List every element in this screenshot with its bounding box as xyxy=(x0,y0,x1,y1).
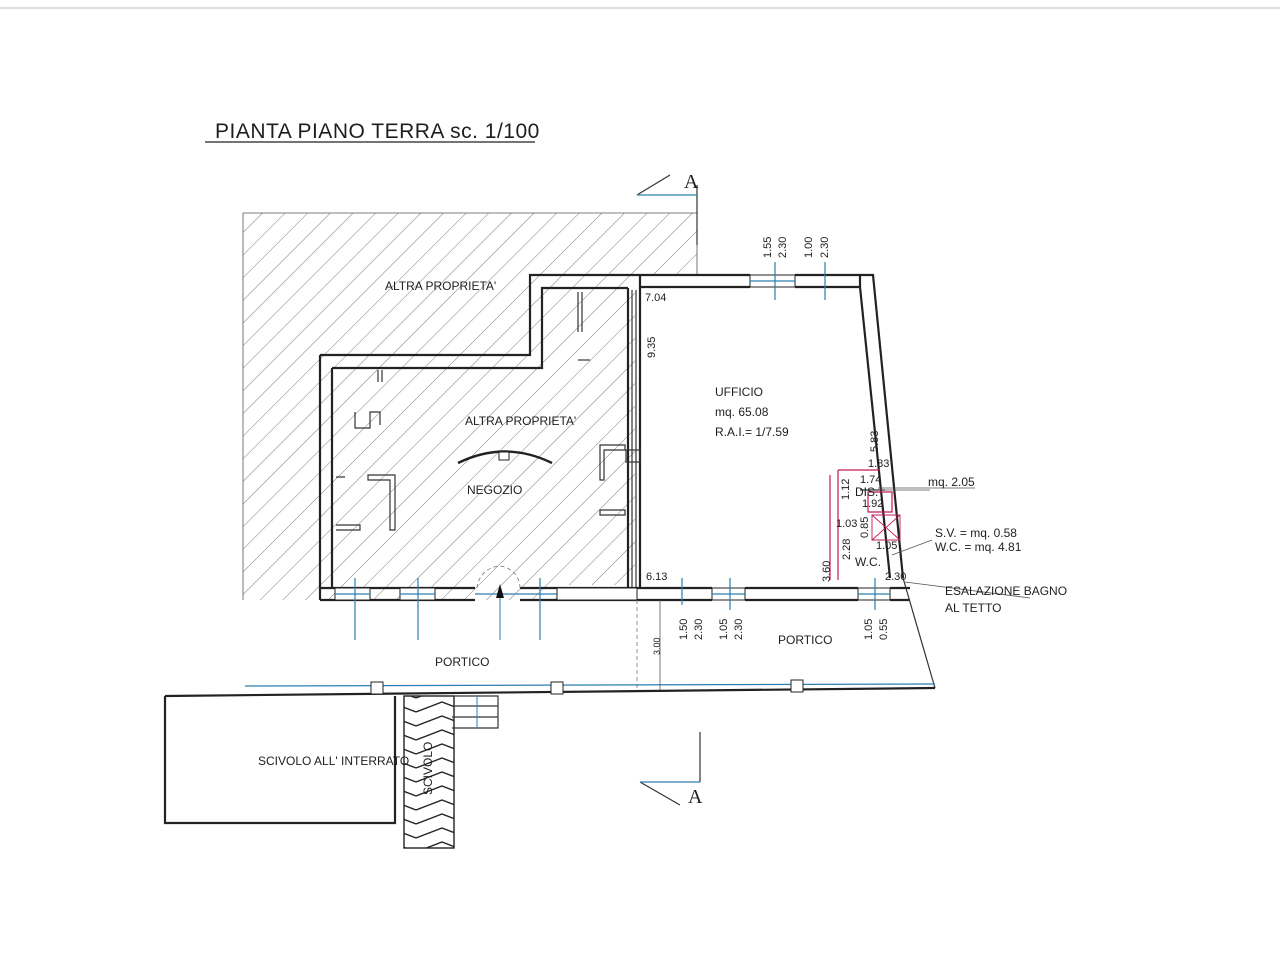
label-ufficio-rai: R.A.I.= 1/7.59 xyxy=(715,425,789,439)
portico-area xyxy=(163,577,936,849)
dim-103: 1.03 xyxy=(836,518,857,530)
label-scivolo: SCIVOLO xyxy=(421,742,435,795)
room-labels: ALTRA PROPRIETA' ALTRA PROPRIETA' NEGOZI… xyxy=(258,279,1067,795)
dim-613: 6.13 xyxy=(646,571,667,583)
section-marker-bottom: A xyxy=(639,732,703,808)
dim-935: 9.35 xyxy=(646,337,658,358)
label-negozio: NEGOZIO xyxy=(467,483,522,497)
dim-055: 0.55 xyxy=(878,619,890,640)
label-scivolo-interrato: SCIVOLO ALL' INTERRATO xyxy=(258,754,409,768)
label-wc-area: W.C. = mq. 4.81 xyxy=(935,540,1022,554)
dim-105b: 1.05 xyxy=(718,619,730,640)
dim-105a: 1.05 xyxy=(876,540,897,552)
dim-112: 1.12 xyxy=(840,479,852,500)
dim-085: 0.85 xyxy=(859,517,871,538)
dim-230c: 2.30 xyxy=(885,571,906,583)
label-wc: W.C. xyxy=(855,555,881,569)
label-al-tetto: AL TETTO xyxy=(945,601,1001,615)
dim-192: 1.92 xyxy=(862,498,883,510)
dim-155: 1.55 xyxy=(762,237,774,258)
section-letter-top: A xyxy=(684,171,699,193)
dim-174: 1.74 xyxy=(860,474,881,486)
dim-230a: 2.30 xyxy=(777,237,789,258)
dim-100: 1.00 xyxy=(803,237,815,258)
dim-583: 5.83 xyxy=(869,431,881,452)
drawing-title: PIANTA PIANO TERRA sc. 1/100 xyxy=(215,120,540,143)
label-dis: DIS. xyxy=(855,485,878,499)
dim-183: 1.83 xyxy=(868,458,889,470)
dim-105c: 1.05 xyxy=(863,619,875,640)
dim-230e: 2.30 xyxy=(733,619,745,640)
negozio-front-openings xyxy=(334,565,638,640)
ufficio-walls xyxy=(640,273,910,610)
label-esalazione: ESALAZIONE BAGNO xyxy=(945,584,1067,598)
label-altra-proprieta-mid: ALTRA PROPRIETA' xyxy=(465,414,576,428)
section-letter-bottom: A xyxy=(688,786,703,808)
label-altra-proprieta-top: ALTRA PROPRIETA' xyxy=(385,279,496,293)
dim-230d: 2.30 xyxy=(693,619,705,640)
label-portico-left: PORTICO xyxy=(435,655,489,669)
section-marker-top: A xyxy=(636,171,699,245)
dim-704: 7.04 xyxy=(645,292,666,304)
label-portico-right: PORTICO xyxy=(778,633,832,647)
dim-300: 3.00 xyxy=(652,637,662,655)
label-sv: S.V. = mq. 0.58 xyxy=(935,526,1017,540)
dimension-lines xyxy=(774,262,1031,599)
dim-150: 1.50 xyxy=(678,619,690,640)
label-dis-area: mq. 2.05 xyxy=(928,475,975,489)
dim-230b: 2.30 xyxy=(819,237,831,258)
label-ufficio: UFFICIO xyxy=(715,385,763,399)
dim-228: 2.28 xyxy=(841,539,853,560)
dim-360: 3.60 xyxy=(821,561,833,582)
dimension-values: 1.55 2.30 1.00 2.30 7.04 9.35 5.83 1.83 … xyxy=(645,237,906,655)
label-ufficio-area: mq. 65.08 xyxy=(715,405,769,419)
